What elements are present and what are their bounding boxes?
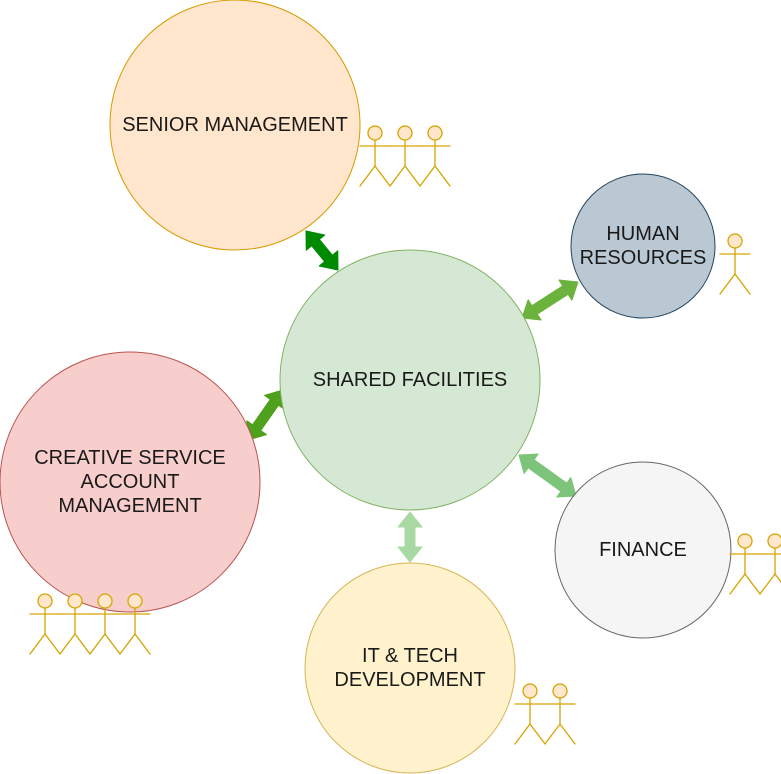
person-icon — [719, 233, 751, 295]
person-icon — [89, 593, 121, 655]
node-it-circle — [304, 562, 516, 774]
people-group-finance — [729, 533, 781, 595]
node-senior-label-0: SENIOR MANAGEMENT — [122, 114, 348, 136]
node-creative-label-0: CREATIVE SERVICE — [34, 447, 226, 469]
connector-shared-senior — [305, 230, 339, 271]
node-finance-circle — [554, 461, 732, 639]
connector-shared-finance — [518, 453, 577, 498]
person-icon — [389, 125, 421, 187]
people-group-creative — [29, 593, 151, 655]
node-senior-circle — [109, 0, 361, 251]
person-icon — [419, 125, 451, 187]
person-icon — [514, 683, 546, 745]
node-creative-circle — [0, 351, 261, 613]
node-shared-label-0: SHARED FACILITIES — [313, 369, 508, 391]
node-hr-label-1: RESOURCES — [580, 247, 707, 269]
person-icon — [59, 593, 91, 655]
connectors — [246, 230, 579, 563]
staff-icons — [29, 125, 781, 745]
node-it-label-0: IT & TECH — [362, 645, 458, 667]
person-icon — [729, 533, 761, 595]
node-shared: SHARED FACILITIES — [279, 249, 541, 511]
person-icon — [29, 593, 61, 655]
person-icon — [544, 683, 576, 745]
node-hr-circle — [570, 173, 716, 319]
node-finance: FINANCE — [554, 461, 732, 639]
node-creative-label-1: ACCOUNT — [81, 471, 180, 493]
node-it-label-1: DEVELOPMENT — [334, 669, 485, 691]
node-shared-circle — [279, 249, 541, 511]
node-hr-label-0: HUMAN — [606, 223, 679, 245]
people-group-it — [514, 683, 576, 745]
node-creative-label-2: MANAGEMENT — [58, 495, 201, 517]
person-icon — [759, 533, 781, 595]
node-finance-label-0: FINANCE — [599, 539, 687, 561]
people-group-hr — [719, 233, 751, 295]
connector-shared-hr — [521, 279, 579, 321]
people-group-senior — [359, 125, 451, 187]
node-senior: SENIOR MANAGEMENT — [109, 0, 361, 251]
person-icon — [119, 593, 151, 655]
connector-shared-it — [397, 511, 423, 563]
department-nodes: SHARED FACILITIES SENIOR MANAGEMENT HUMANR… — [0, 0, 732, 774]
person-icon — [359, 125, 391, 187]
